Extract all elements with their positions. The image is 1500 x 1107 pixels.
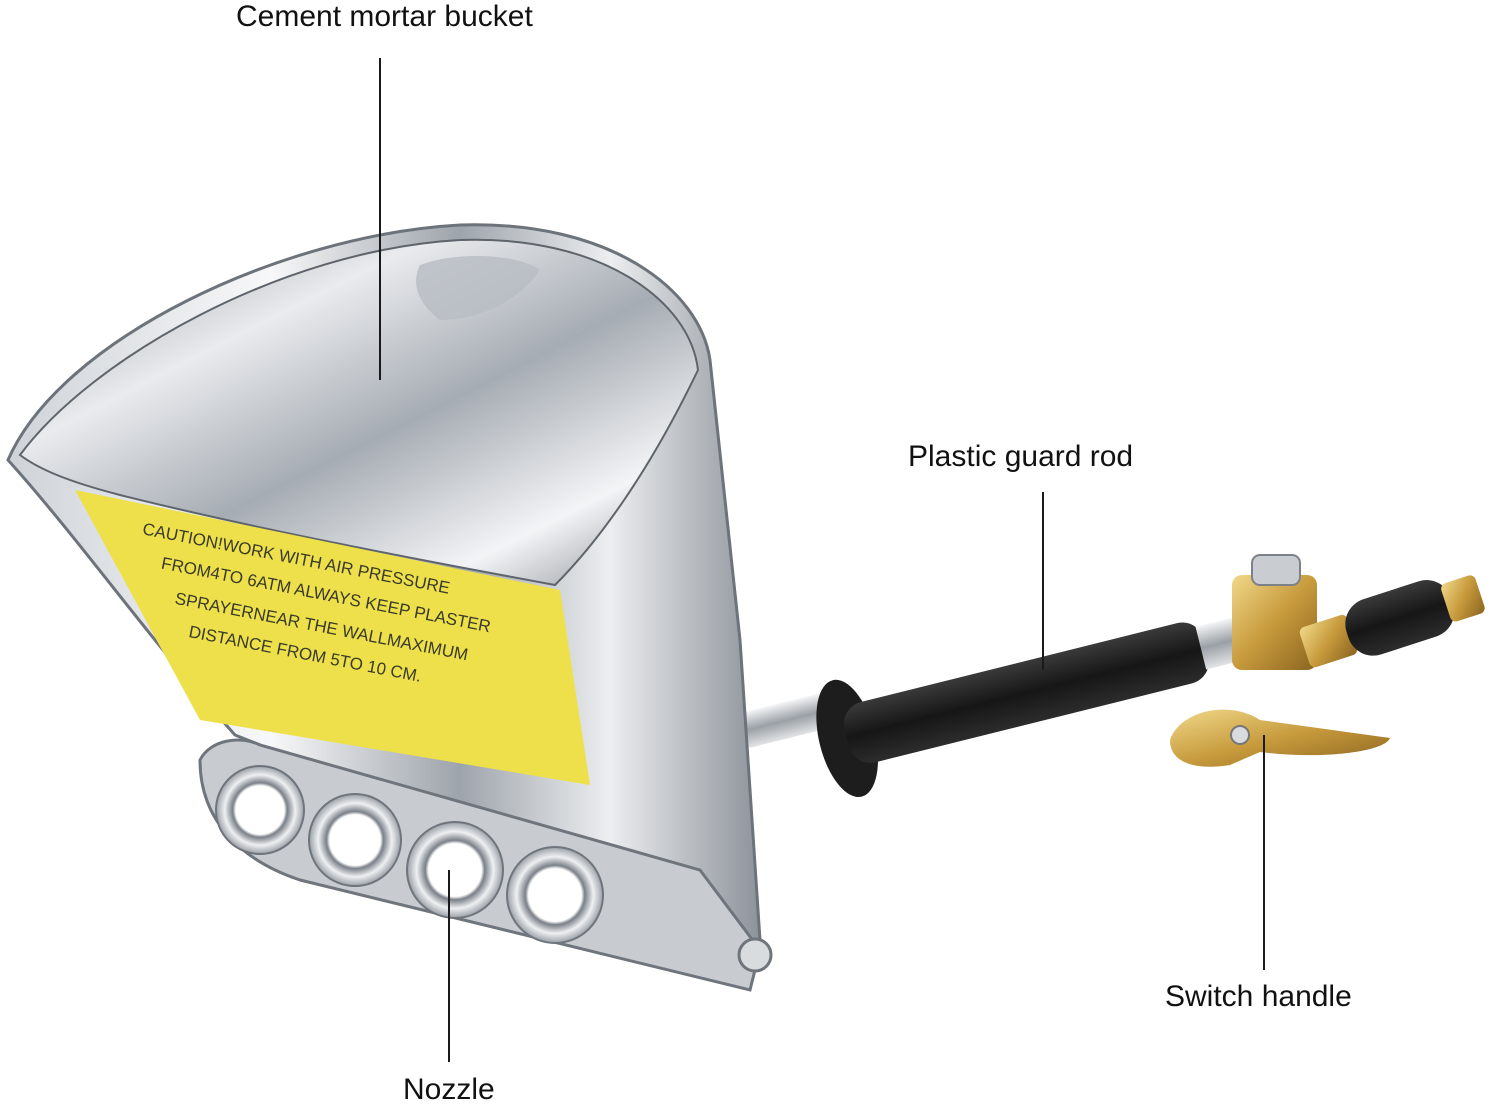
leader-line-switch-handle [1263,735,1265,970]
leader-line-bucket [379,58,381,380]
switch-handle-assembly [1170,554,1485,767]
label-nozzle: Nozzle [403,1073,495,1106]
nozzle-block [198,738,773,992]
plastic-guard-rod [816,617,1245,798]
cement-mortar-bucket: CAUTION!WORK WITH AIR PRESSURE FROM4TO 6… [6,223,773,992]
leader-line-guard-rod [1042,492,1044,670]
leader-line-nozzle [448,870,450,1062]
label-plastic-guard-rod: Plastic guard rod [908,440,1134,473]
label-switch-handle: Switch handle [1165,980,1352,1013]
label-cement-mortar-bucket: Cement mortar bucket [236,0,533,33]
